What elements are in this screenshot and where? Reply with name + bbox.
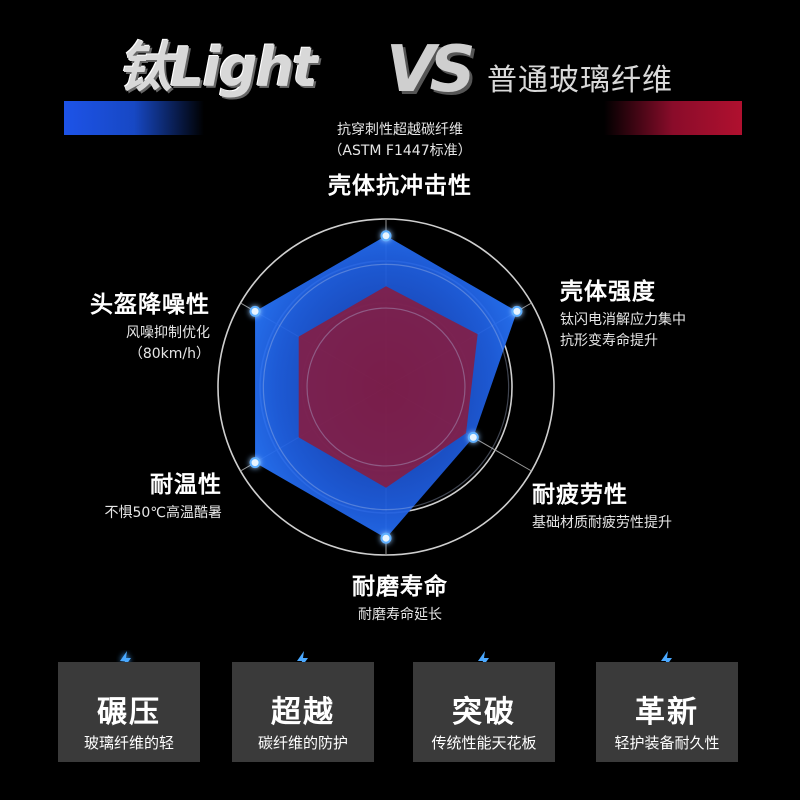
radar-series bbox=[255, 235, 517, 539]
radar-points bbox=[249, 230, 523, 544]
radar-point bbox=[249, 457, 261, 469]
product-color-bar bbox=[64, 101, 204, 135]
feature-card: 突破 传统性能天花板 bbox=[413, 662, 555, 762]
axis-label-fatigue: 耐疲劳性 基础材质耐疲劳性提升 bbox=[532, 475, 792, 534]
axis-label-noise: 头盔降噪性 风噪抑制优化 （80km/h） bbox=[20, 285, 210, 365]
radar-ring-overlay bbox=[306, 307, 466, 467]
feature-card: 革新 轻护装备耐久性 bbox=[596, 662, 738, 762]
brand-logo: 钛Light bbox=[118, 36, 318, 99]
radar-point bbox=[249, 305, 261, 317]
noise-sub1: 风噪抑制优化 bbox=[126, 325, 210, 341]
wear-title: 耐磨寿命 bbox=[352, 574, 448, 600]
competitor-title: 普通玻璃纤维 bbox=[487, 63, 673, 98]
lightning-icon bbox=[661, 651, 672, 669]
strength-title: 壳体强度 bbox=[560, 279, 656, 305]
radar-point bbox=[511, 305, 523, 317]
strength-sub1: 钛闪电消解应力集中 bbox=[560, 312, 686, 328]
feature-card-title: 碾压 bbox=[97, 695, 161, 730]
lightning-icon bbox=[478, 651, 489, 669]
axis-label-impact: 抗穿刺性超越碳纤维 （ASTM F1447标准） 壳体抗冲击性 bbox=[250, 120, 550, 200]
impact-title: 壳体抗冲击性 bbox=[328, 173, 472, 199]
feature-card-desc: 碳纤维的防护 bbox=[257, 734, 348, 752]
radar-ring-overlay bbox=[262, 263, 510, 511]
fatigue-title: 耐疲劳性 bbox=[532, 482, 628, 508]
wear-sub1: 耐磨寿命延长 bbox=[358, 607, 442, 623]
lightning-icon bbox=[120, 651, 131, 669]
feature-card: 超越 碳纤维的防护 bbox=[232, 662, 374, 762]
radar-series-competitor bbox=[298, 286, 478, 488]
radar-point bbox=[380, 230, 392, 242]
axis-label-wear: 耐磨寿命 耐磨寿命延长 bbox=[250, 567, 550, 626]
feature-card: 碾压 玻璃纤维的轻 bbox=[58, 662, 200, 762]
impact-sub2: （ASTM F1447标准） bbox=[328, 143, 472, 159]
feature-card-title: 革新 bbox=[635, 695, 699, 730]
vs-mark: VS bbox=[386, 33, 476, 107]
impact-sub1: 抗穿刺性超越碳纤维 bbox=[337, 122, 463, 138]
feature-card-title: 突破 bbox=[452, 695, 516, 730]
strength-sub2: 抗形变寿命提升 bbox=[560, 333, 658, 349]
axis-label-temperature: 耐温性 不惧50℃高温酷暑 bbox=[20, 465, 222, 524]
feature-card-desc: 玻璃纤维的轻 bbox=[83, 734, 174, 752]
noise-sub2: （80km/h） bbox=[128, 346, 210, 362]
feature-card-desc: 传统性能天花板 bbox=[431, 734, 537, 752]
competitor-color-bar bbox=[604, 101, 742, 135]
feature-card-title: 超越 bbox=[271, 695, 335, 730]
noise-title: 头盔降噪性 bbox=[90, 292, 210, 318]
temperature-title: 耐温性 bbox=[150, 472, 222, 498]
feature-card-desc: 轻护装备耐久性 bbox=[614, 734, 720, 752]
temperature-sub1: 不惧50℃高温酷暑 bbox=[104, 505, 222, 521]
lightning-icon bbox=[297, 651, 308, 669]
fatigue-sub1: 基础材质耐疲劳性提升 bbox=[532, 515, 672, 531]
radar-point bbox=[467, 431, 479, 443]
radar-point bbox=[380, 532, 392, 544]
axis-label-strength: 壳体强度 钛闪电消解应力集中 抗形变寿命提升 bbox=[560, 272, 790, 352]
